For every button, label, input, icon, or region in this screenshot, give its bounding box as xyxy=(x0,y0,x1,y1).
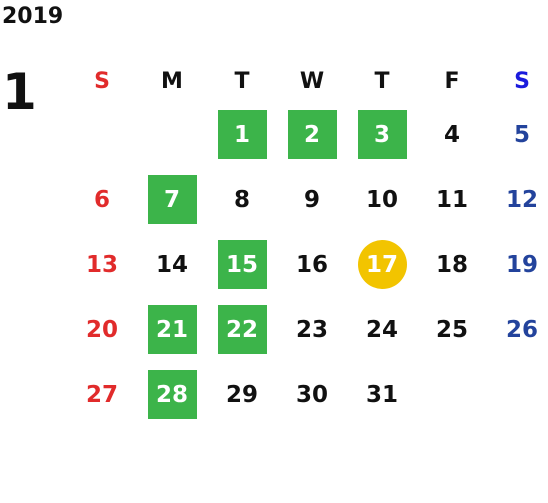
day-cell[interactable]: 30 xyxy=(277,362,347,427)
day-cell[interactable]: 15 xyxy=(207,232,277,297)
week-row: 13 14 15 16 17 18 19 xyxy=(67,232,548,297)
day-cell[interactable]: 2 xyxy=(277,102,347,167)
date-number xyxy=(148,110,197,159)
date-number[interactable]: 30 xyxy=(295,381,328,408)
day-cell[interactable]: 22 xyxy=(207,297,277,362)
date-number[interactable]: 22 xyxy=(217,305,267,354)
week-row: 27 28 29 30 31 xyxy=(67,362,548,427)
date-number[interactable]: 7 xyxy=(147,175,197,224)
day-cell[interactable]: 21 xyxy=(137,297,207,362)
week-row: 20 21 22 23 24 25 26 xyxy=(67,297,548,362)
date-number[interactable]: 6 xyxy=(93,186,110,213)
week-row: 6 7 8 9 10 11 12 xyxy=(67,167,548,232)
calendar-grid: S M T W T F S 1 2 3 4 5 6 7 8 9 10 11 12… xyxy=(67,60,548,427)
date-number[interactable]: 18 xyxy=(435,251,468,278)
date-number[interactable]: 31 xyxy=(365,381,398,408)
date-number[interactable]: 24 xyxy=(365,316,398,343)
month-label: 1 xyxy=(2,63,37,121)
date-number xyxy=(498,370,547,419)
year-label: 2019 xyxy=(2,4,64,29)
date-number xyxy=(78,110,127,159)
week-row: 1 2 3 4 5 xyxy=(67,102,548,167)
date-number[interactable]: 23 xyxy=(295,316,328,343)
day-cell[interactable]: 4 xyxy=(417,102,487,167)
date-number[interactable]: 12 xyxy=(505,186,538,213)
weekday-header-row: S M T W T F S xyxy=(67,60,548,102)
date-number[interactable]: 20 xyxy=(85,316,118,343)
date-number[interactable]: 29 xyxy=(225,381,258,408)
date-number[interactable]: 25 xyxy=(435,316,468,343)
date-number xyxy=(428,370,477,419)
date-number[interactable]: 14 xyxy=(155,251,188,278)
date-number[interactable]: 28 xyxy=(147,370,197,419)
date-number[interactable]: 4 xyxy=(443,121,460,148)
day-cell xyxy=(67,102,137,167)
date-number[interactable]: 9 xyxy=(303,186,320,213)
day-cell[interactable]: 25 xyxy=(417,297,487,362)
day-cell[interactable]: 24 xyxy=(347,297,417,362)
day-cell[interactable]: 31 xyxy=(347,362,417,427)
day-cell[interactable]: 18 xyxy=(417,232,487,297)
date-number[interactable]: 21 xyxy=(147,305,197,354)
weekday-sun: S xyxy=(94,68,110,94)
weekday-thu: T xyxy=(374,68,390,94)
day-cell xyxy=(417,362,487,427)
day-cell[interactable]: 29 xyxy=(207,362,277,427)
today-marker[interactable]: 17 xyxy=(357,240,407,289)
day-cell[interactable]: 28 xyxy=(137,362,207,427)
day-cell[interactable]: 17 xyxy=(347,232,417,297)
date-number[interactable]: 1 xyxy=(217,110,267,159)
weekday-tue: T xyxy=(234,68,250,94)
day-cell[interactable]: 8 xyxy=(207,167,277,232)
day-cell[interactable]: 12 xyxy=(487,167,548,232)
date-number[interactable]: 15 xyxy=(217,240,267,289)
day-cell[interactable]: 26 xyxy=(487,297,548,362)
day-cell xyxy=(137,102,207,167)
date-number[interactable]: 5 xyxy=(513,121,530,148)
day-cell[interactable]: 13 xyxy=(67,232,137,297)
day-cell[interactable]: 19 xyxy=(487,232,548,297)
day-cell[interactable]: 16 xyxy=(277,232,347,297)
day-cell[interactable]: 7 xyxy=(137,167,207,232)
weekday-wed: W xyxy=(299,68,325,94)
day-cell[interactable]: 3 xyxy=(347,102,417,167)
day-cell[interactable]: 5 xyxy=(487,102,548,167)
date-number[interactable]: 11 xyxy=(435,186,468,213)
day-cell[interactable]: 27 xyxy=(67,362,137,427)
date-number[interactable]: 8 xyxy=(233,186,250,213)
date-number[interactable]: 27 xyxy=(85,381,118,408)
weekday-fri: F xyxy=(444,68,460,94)
day-cell[interactable]: 9 xyxy=(277,167,347,232)
day-cell[interactable]: 6 xyxy=(67,167,137,232)
day-cell[interactable]: 10 xyxy=(347,167,417,232)
day-cell[interactable]: 11 xyxy=(417,167,487,232)
day-cell[interactable]: 20 xyxy=(67,297,137,362)
date-number[interactable]: 19 xyxy=(505,251,538,278)
weekday-sat: S xyxy=(514,68,530,94)
day-cell xyxy=(487,362,548,427)
date-number[interactable]: 26 xyxy=(505,316,538,343)
date-number[interactable]: 2 xyxy=(287,110,337,159)
day-cell[interactable]: 23 xyxy=(277,297,347,362)
day-cell[interactable]: 1 xyxy=(207,102,277,167)
date-number[interactable]: 3 xyxy=(357,110,407,159)
weekday-mon: M xyxy=(161,68,183,94)
date-number[interactable]: 13 xyxy=(85,251,118,278)
date-number[interactable]: 10 xyxy=(365,186,398,213)
day-cell[interactable]: 14 xyxy=(137,232,207,297)
date-number[interactable]: 16 xyxy=(295,251,328,278)
